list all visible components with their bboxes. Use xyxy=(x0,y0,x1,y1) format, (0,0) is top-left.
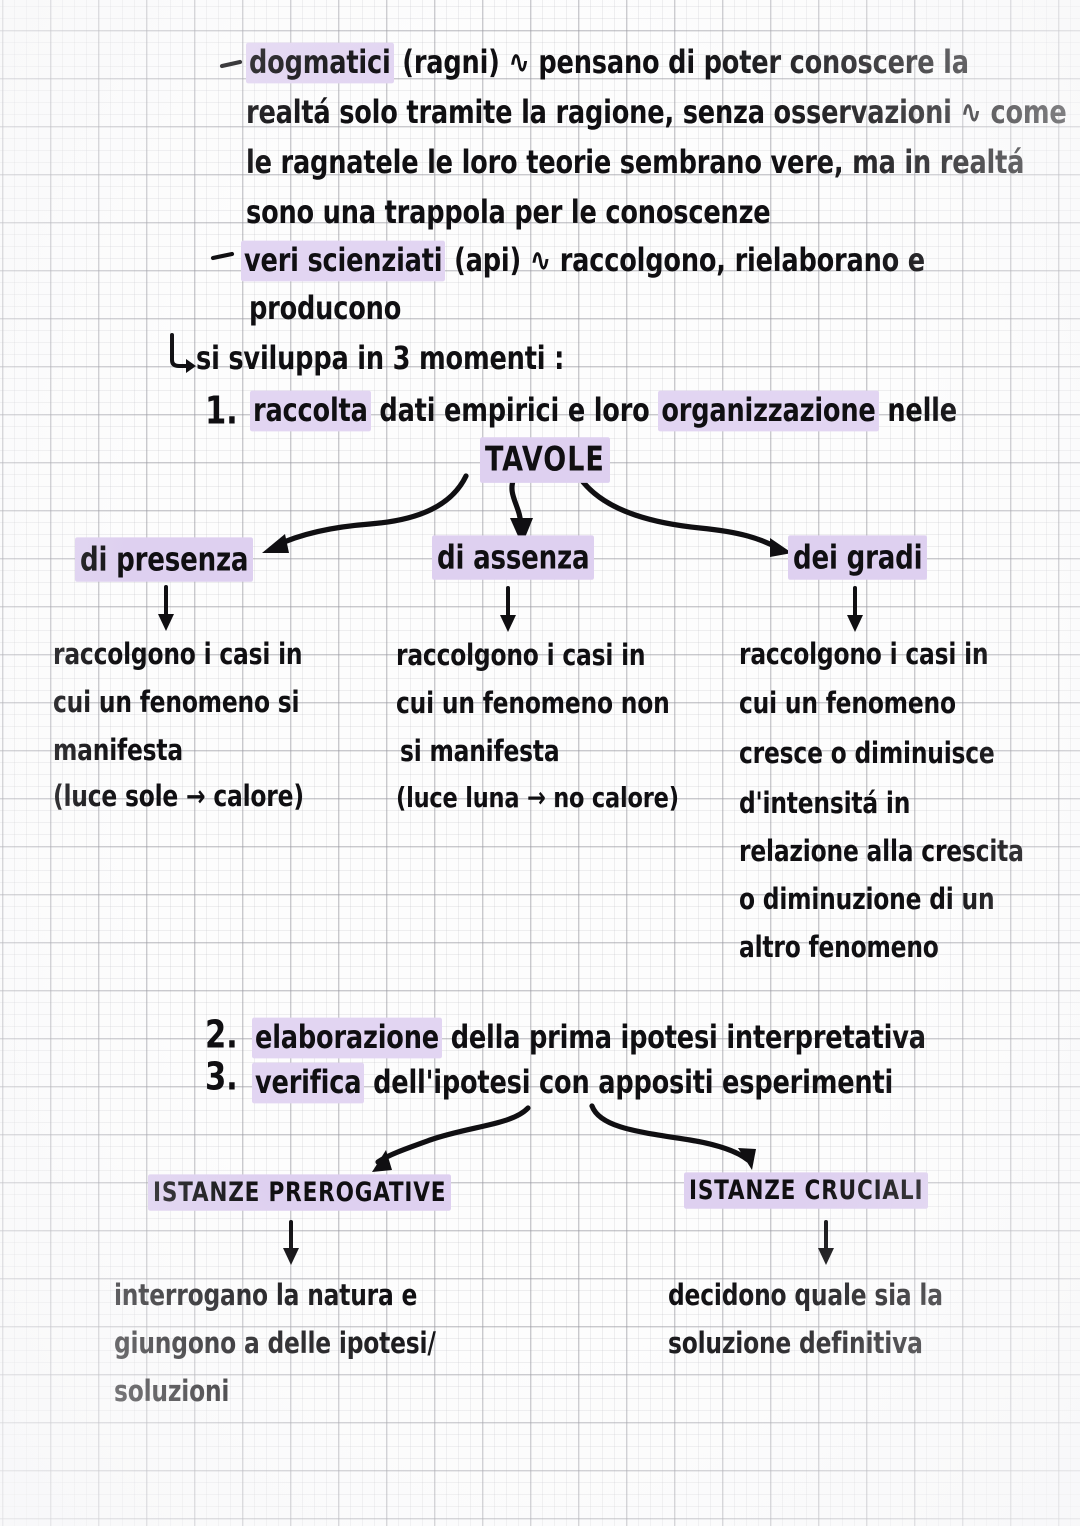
table-presenza-line-4: (luce sole → calore) xyxy=(53,780,304,814)
bullet-1-line-3: le ragnatele le loro teorie sembrano ver… xyxy=(246,143,1025,182)
step3-tail: dell'ipotesi con appositi esperimenti xyxy=(364,1063,894,1102)
highlight-dei-gradi: dei gradi xyxy=(788,535,928,580)
table-gradi-line-4: d'intensitá in xyxy=(739,787,911,821)
table-presenza-line-3: manifesta xyxy=(53,734,183,768)
bullet-1-line-2: realtá solo tramite la ragione, senza os… xyxy=(246,93,1067,132)
instance-prerogative-line-3: soluzioni xyxy=(114,1375,230,1409)
instance-label-cruciali: ISTANZE CRUCIALI xyxy=(684,1172,929,1209)
table-assenza-line-4: (luce luna → no calore) xyxy=(396,781,679,814)
instance-cruciali-line-1: decidono quale sia la xyxy=(668,1279,943,1313)
highlight-istanze-cruciali: ISTANZE CRUCIALI xyxy=(684,1172,929,1209)
table-assenza-line-1: raccolgono i casi in xyxy=(396,639,646,673)
table-gradi-line-3: cresce o diminuisce xyxy=(739,737,995,771)
si-sviluppa-note: si sviluppa in 3 momenti : xyxy=(196,339,565,378)
highlight-veri-scienziati: veri scienziati xyxy=(241,240,446,282)
table-label-presenza: di presenza xyxy=(75,537,254,582)
highlight-elaborazione: elaborazione xyxy=(252,1017,442,1059)
bullet-1-line-1-rest: (ragni) ∿ pensano di poter conoscere la xyxy=(393,43,969,82)
step1-text: raccolta dati empirici e loro organizzaz… xyxy=(250,390,957,432)
step1-mid: dati empirici e loro xyxy=(370,391,659,430)
highlight-dogmatici: dogmatici xyxy=(246,42,394,84)
step3-number: 3. xyxy=(205,1054,238,1100)
bullet-2-line-2: producono xyxy=(249,289,402,328)
table-presenza-line-2: cui un fenomeno si xyxy=(53,686,300,720)
bullet-1-line-1: dogmatici (ragni) ∿ pensano di poter con… xyxy=(246,42,969,84)
table-gradi-line-2: cui un fenomeno xyxy=(739,687,956,721)
instance-cruciali-line-2: soluzione definitiva xyxy=(668,1327,923,1361)
instance-prerogative-line-1: interrogano la natura e xyxy=(114,1279,418,1313)
step1-number: 1. xyxy=(205,388,238,434)
highlight-di-presenza: di presenza xyxy=(75,537,254,582)
bullet-1-line-4: sono una trappola per le conoscenze xyxy=(246,193,771,232)
highlight-raccolta: raccolta xyxy=(250,390,371,432)
table-gradi-line-7: altro fenomeno xyxy=(739,931,939,965)
step1-tail: nelle xyxy=(878,391,957,430)
highlight-organizzazione: organizzazione xyxy=(658,390,879,432)
bullet-2-line-1-rest: (api) ∿ raccolgono, rielaborano e xyxy=(445,241,925,280)
table-gradi-line-1: raccolgono i casi in xyxy=(739,638,989,672)
table-presenza-line-1: raccolgono i casi in xyxy=(53,638,303,672)
step2-text: elaborazione della prima ipotesi interpr… xyxy=(252,1017,926,1059)
highlight-tavole: TAVOLE xyxy=(480,437,610,483)
highlight-istanze-prerogative: ISTANZE PREROGATIVE xyxy=(148,1174,452,1211)
table-label-gradi: dei gradi xyxy=(788,535,928,580)
instance-prerogative-line-2: giungono a delle ipotesi/ xyxy=(114,1327,436,1361)
table-gradi-line-5: relazione alla crescita xyxy=(739,835,1024,869)
highlight-di-assenza: di assenza xyxy=(432,535,595,580)
table-assenza-line-3: si manifesta xyxy=(400,735,560,769)
instance-label-prerogative: ISTANZE PREROGATIVE xyxy=(148,1174,452,1211)
table-label-assenza: di assenza xyxy=(432,535,595,580)
tavole-title: TAVOLE xyxy=(480,437,610,483)
table-gradi-line-6: o diminuzione di un xyxy=(739,883,995,917)
table-assenza-line-2: cui un fenomeno non xyxy=(396,687,670,721)
step2-number: 2. xyxy=(205,1012,238,1058)
highlight-verifica: verifica xyxy=(252,1062,365,1104)
step3-text: verifica dell'ipotesi con appositi esper… xyxy=(252,1062,894,1104)
bullet-2-line-1: veri scienziati (api) ∿ raccolgono, riel… xyxy=(241,240,925,282)
step2-tail: della prima ipotesi interpretativa xyxy=(441,1018,926,1057)
